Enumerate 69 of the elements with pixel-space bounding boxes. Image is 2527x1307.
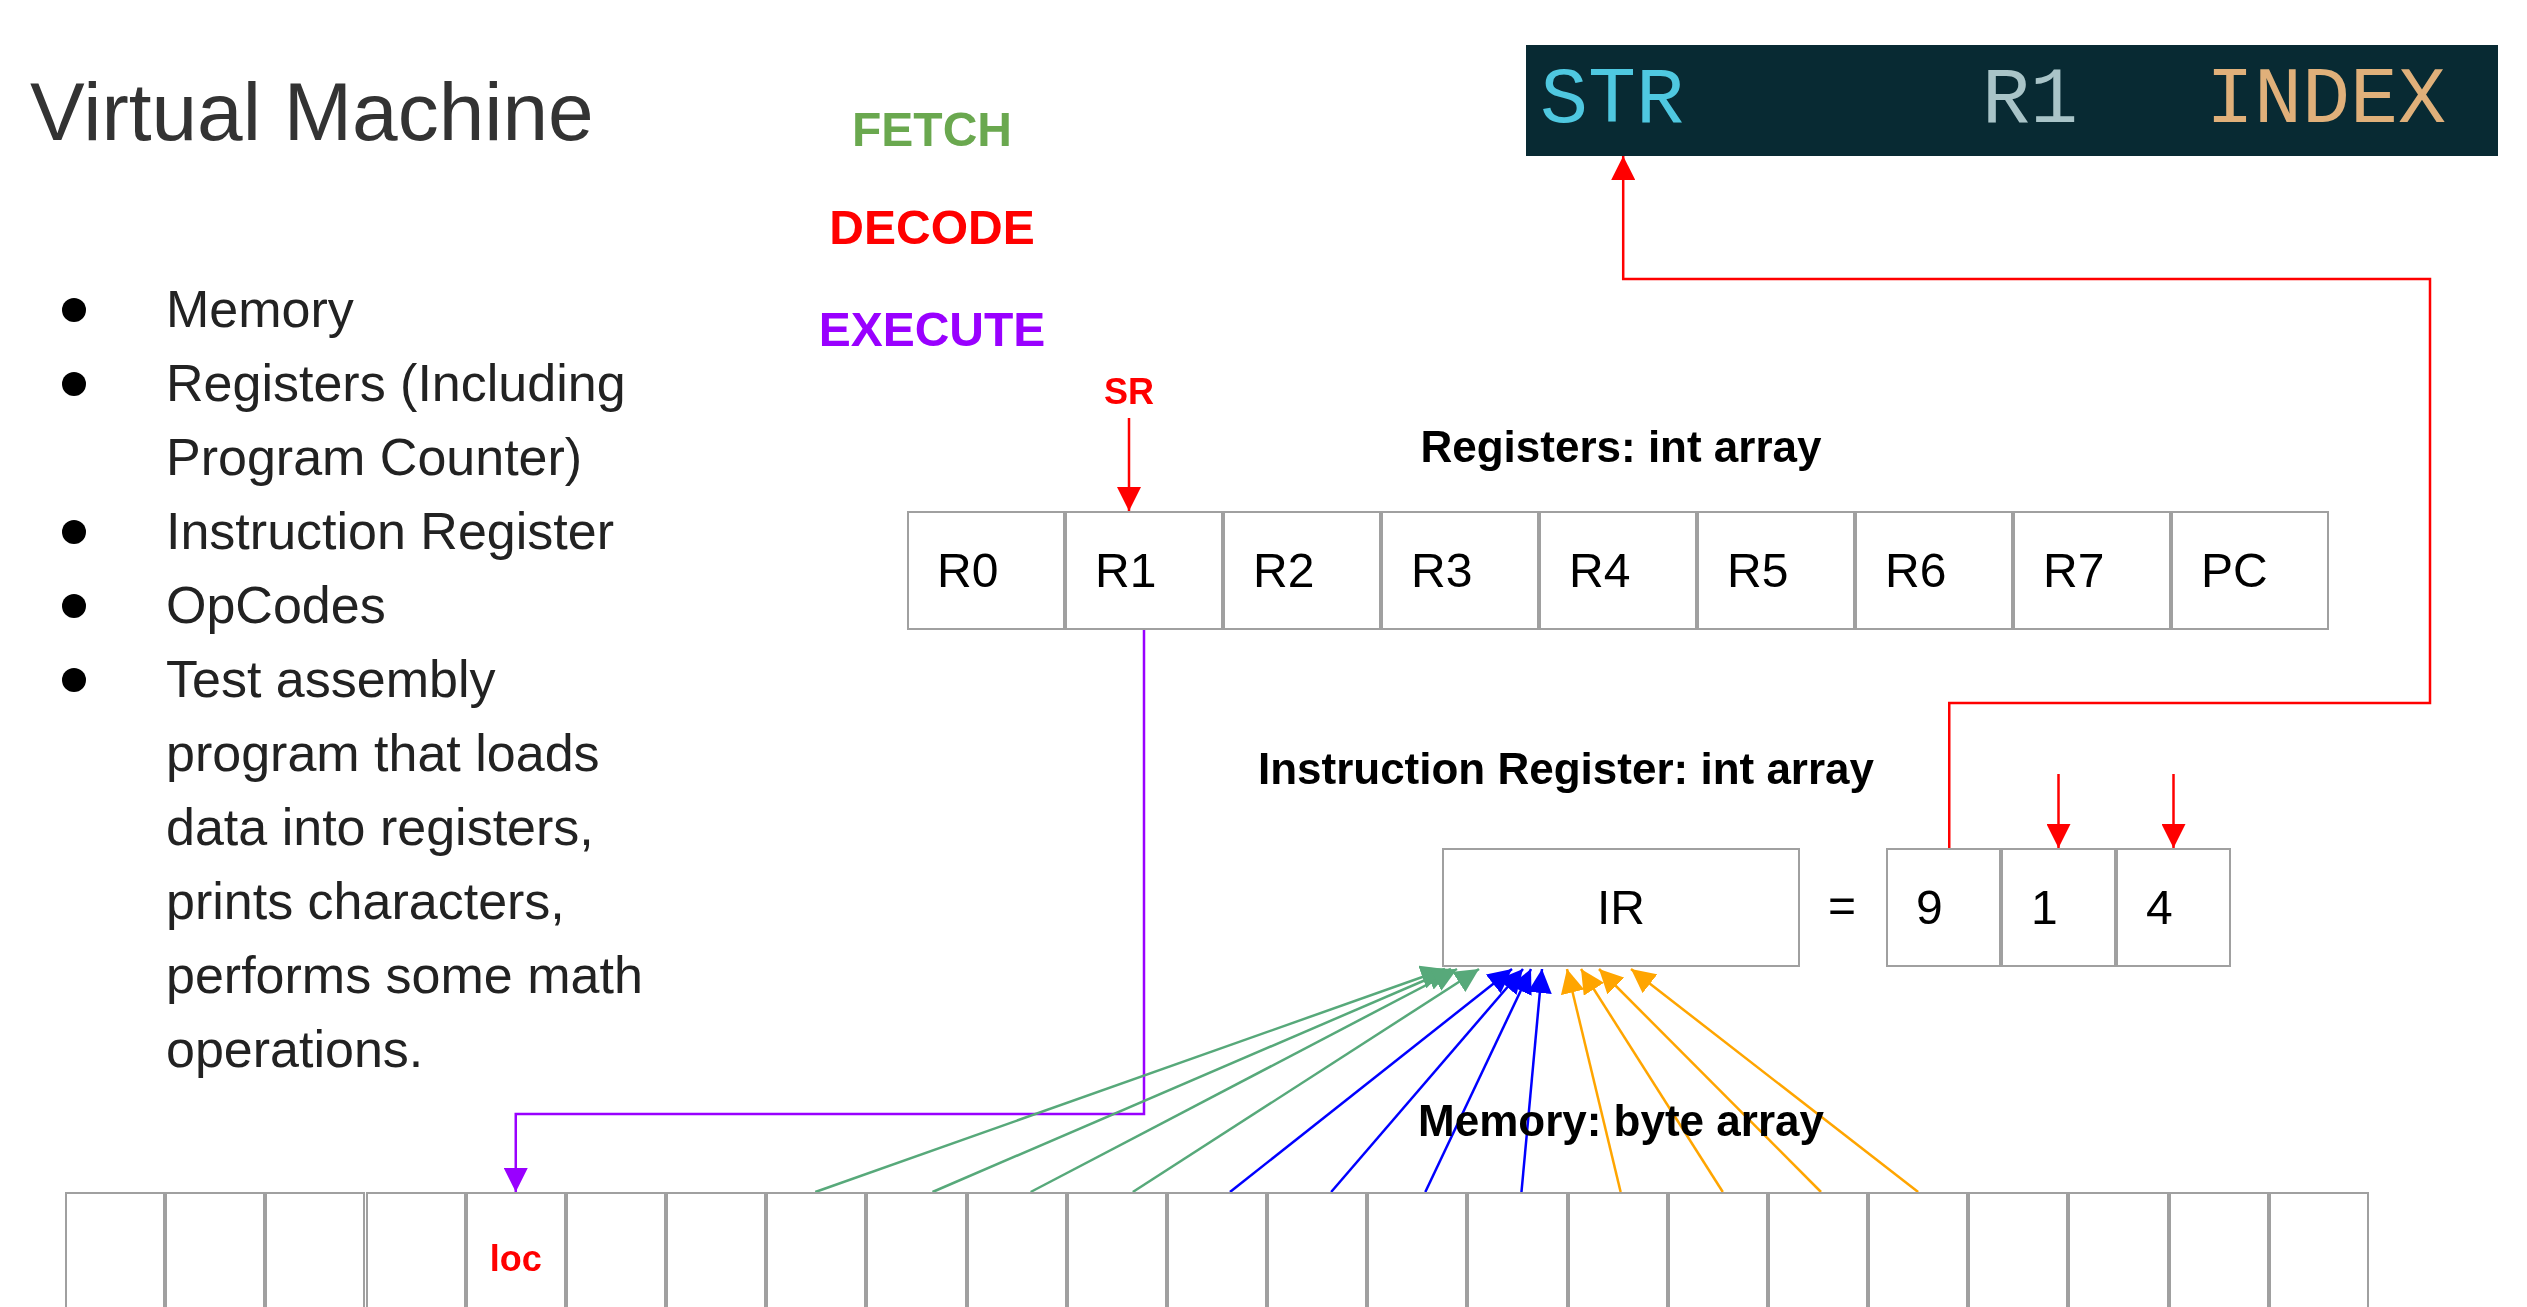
arrow: [503, 630, 1146, 1192]
register-cell: R3: [1381, 511, 1539, 630]
memory-cell: [1066, 1192, 1167, 1307]
memory-cell: [1767, 1192, 1869, 1307]
register-cell: R6: [1855, 511, 2013, 630]
register-cell: R4: [1539, 511, 1697, 630]
memory-cell: [65, 1192, 166, 1307]
memory-cell: [1868, 1192, 1969, 1307]
arrow: [2046, 774, 2071, 848]
arrow: [1560, 968, 1622, 1193]
bullet-text: Instruction Register: [166, 501, 615, 562]
arrow: [1611, 156, 2432, 848]
arrow: [2161, 774, 2186, 848]
stage-label: EXECUTE: [817, 302, 1047, 358]
instruction-register-box: IR: [1442, 848, 1800, 967]
register-cell: R2: [1223, 511, 1381, 630]
memory-cell: [666, 1192, 767, 1307]
memory-cell: [1267, 1192, 1368, 1307]
arrow: [931, 967, 1452, 1194]
arrow: [1229, 968, 1513, 1193]
memory-cell: [2068, 1192, 2169, 1307]
memory-cell: [165, 1192, 266, 1307]
register-cell: R0: [907, 511, 1065, 630]
instruction-field-cell: 4: [2116, 848, 2231, 967]
instruction-token: INDEX: [2206, 57, 2447, 145]
instruction-field-cell: 9: [1886, 848, 2001, 967]
arrow: [1424, 968, 1533, 1193]
arrow: [814, 965, 1446, 1194]
arrow: [1630, 968, 1919, 1193]
equals-sign: =: [1827, 878, 1857, 934]
bullet-text: OpCodes: [166, 575, 387, 636]
bullet-text: Registers (Including Program Counter): [166, 353, 627, 488]
register-cell: PC: [2171, 511, 2329, 630]
instruction-token: STR: [1540, 57, 1685, 145]
register-cell: R7: [2013, 511, 2171, 630]
section-heading: Registers: int array: [1419, 421, 1823, 473]
memory-cell: [565, 1192, 666, 1307]
memory-cell: [365, 1192, 466, 1307]
memory-cell: [966, 1192, 1067, 1307]
instruction-field-cell: 1: [2001, 848, 2116, 967]
memory-cell: [1467, 1192, 1568, 1307]
arrow: [1117, 418, 1141, 511]
memory-cell: [265, 1192, 366, 1307]
memory-cell: [2268, 1192, 2369, 1307]
instruction-token: R1: [1982, 57, 2078, 145]
memory-cell: loc: [465, 1192, 566, 1307]
memory-cell: [1667, 1192, 1768, 1307]
memory-cell: [1968, 1192, 2069, 1307]
section-heading: Instruction Register: int array: [1256, 743, 1876, 795]
instruction-bar: [1526, 45, 2498, 156]
memory-cell: [1166, 1192, 1267, 1307]
register-cell: R1: [1065, 511, 1223, 630]
memory-cell: [1567, 1192, 1668, 1307]
bullet-text: Memory: [166, 279, 355, 340]
arrow: [1520, 968, 1552, 1193]
arrow: [1579, 968, 1724, 1193]
memory-cell: [866, 1192, 967, 1307]
stage-label: FETCH: [851, 102, 1013, 158]
memory-cell: [766, 1192, 867, 1307]
arrow: [1330, 968, 1524, 1193]
bullet-text: Test assembly program that loads data into registers, prints characters, performs some math operations.: [166, 649, 644, 1080]
register-cell: R5: [1697, 511, 1855, 630]
arrow: [1030, 967, 1458, 1194]
register-pointer-label: SR: [1098, 370, 1160, 414]
memory-cell: [1367, 1192, 1468, 1307]
stage-label: DECODE: [828, 200, 1036, 256]
title: Virtual Machine: [30, 65, 594, 159]
arrow: [1132, 967, 1480, 1194]
memory-cell: [2168, 1192, 2269, 1307]
